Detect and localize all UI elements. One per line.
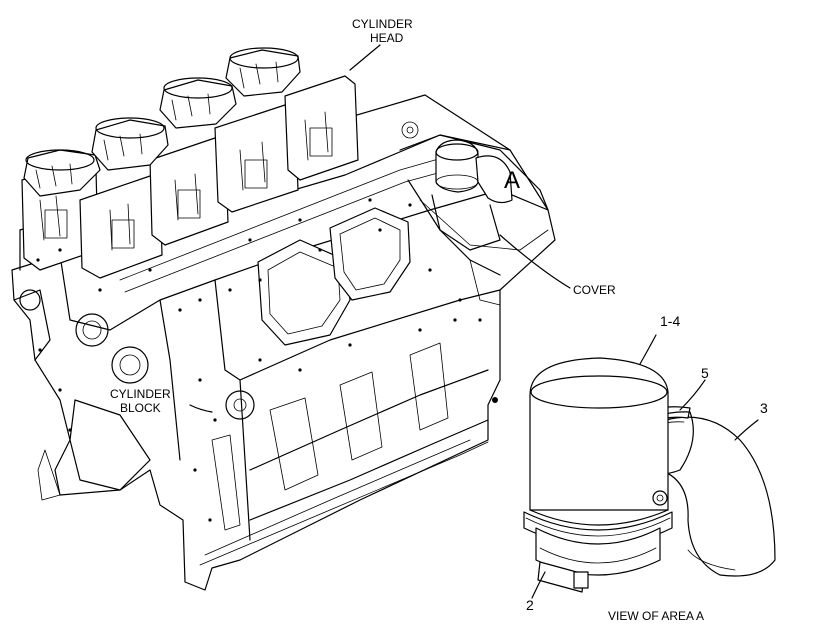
cylinder-head-label-line1: CYLINDER xyxy=(352,17,413,31)
cover-label: COVER xyxy=(573,283,616,297)
valve-covers xyxy=(23,47,301,197)
callout-1-4: 1-4 xyxy=(660,313,680,329)
pipe-body-1-4 xyxy=(529,357,669,511)
elbow-pipe-3 xyxy=(639,416,776,577)
cylinder-block-label-line1: CYLINDER xyxy=(110,387,171,401)
engine-illustration xyxy=(11,47,556,591)
cylinder-block-label-line2: BLOCK xyxy=(120,401,161,415)
view-caption: VIEW OF AREA A xyxy=(608,609,704,623)
callout-3: 3 xyxy=(760,400,768,416)
detail-view-area-a xyxy=(523,357,776,593)
cylinder-head-label-line2: HEAD xyxy=(370,31,404,45)
callout-2: 2 xyxy=(526,597,534,613)
callout-5: 5 xyxy=(701,365,709,381)
detail-marker-a: A xyxy=(504,167,520,194)
clamp-2 xyxy=(537,561,585,593)
leader-lines xyxy=(189,44,759,599)
text-labels: CYLINDER HEAD A COVER CYLINDER BLOCK 1-4… xyxy=(110,17,768,623)
cylinder-head-left-bank xyxy=(21,75,359,279)
